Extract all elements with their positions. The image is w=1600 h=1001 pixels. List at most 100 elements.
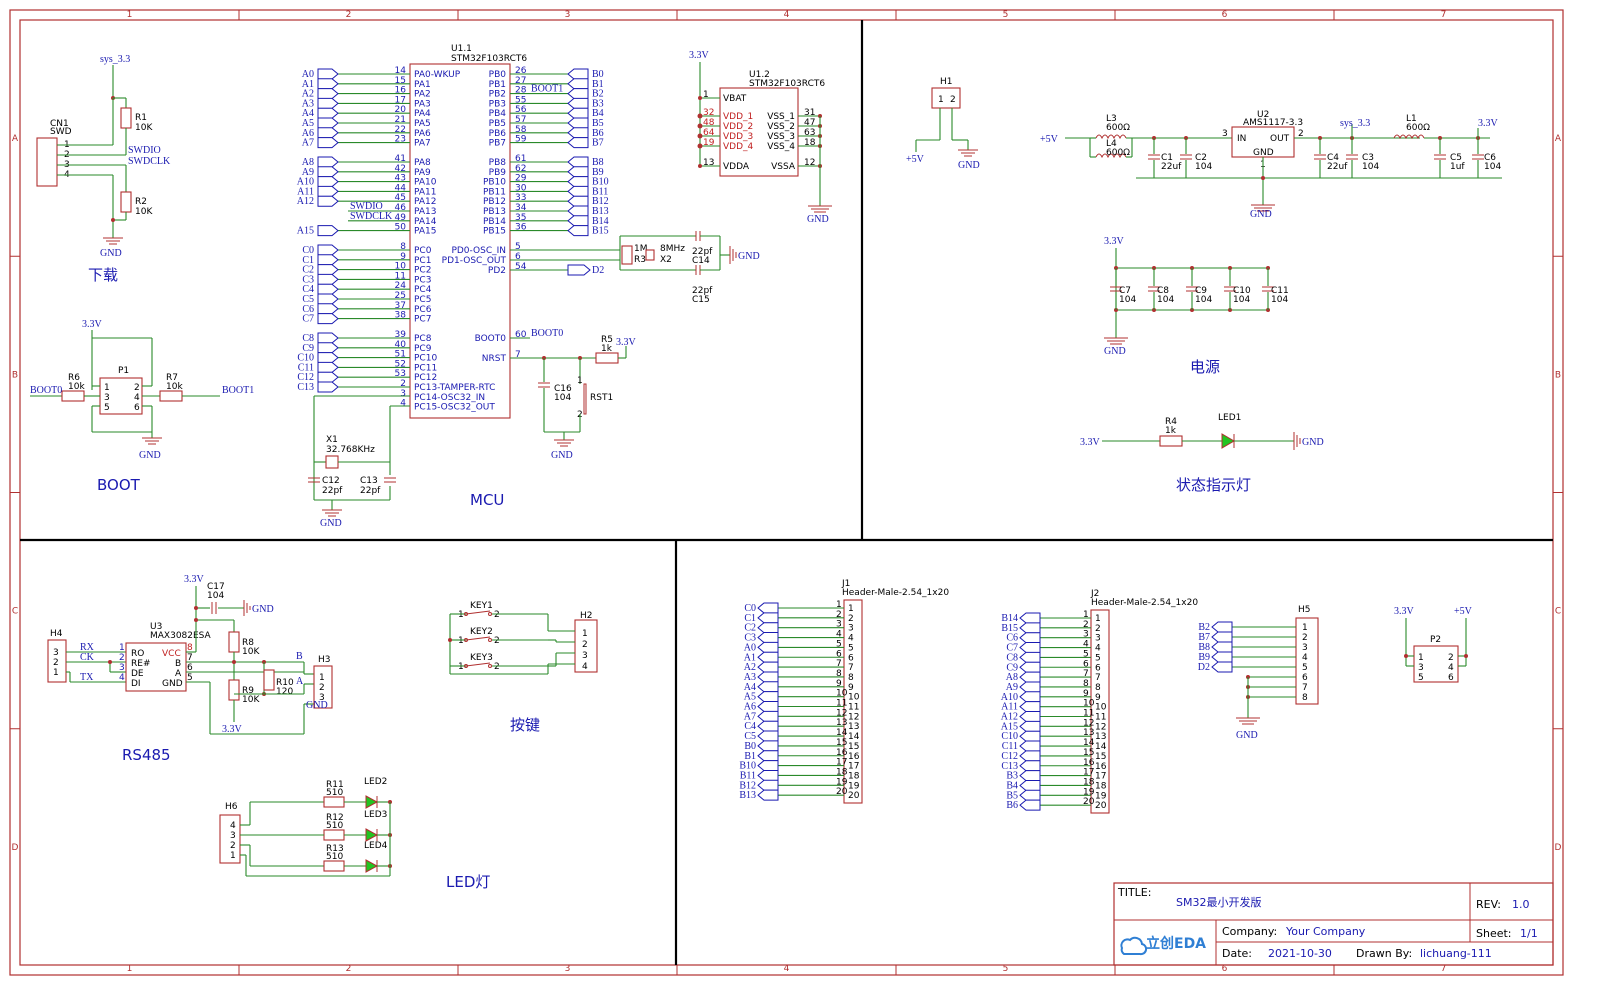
- mcu-pin-name: PC15-OSC32_OUT: [414, 403, 495, 413]
- mcu-left-pins: PA0-WKUP14A0PA115A1PA216A2PA317A3PA420A4…: [297, 66, 496, 413]
- svg-text:C16: C16: [554, 384, 572, 394]
- net-flag: [317, 176, 339, 188]
- title-label: TITLE:: [1117, 886, 1151, 899]
- led-block: H6 4 3 2 1 R11510LED2R12510LED3R13510LED…: [219, 777, 490, 891]
- svg-text:C3: C3: [1362, 153, 1374, 163]
- mcu-pin-name: PD1-OSC_OUT: [442, 256, 507, 266]
- svg-text:A: A: [296, 676, 304, 687]
- header-pin-number: 17: [1095, 772, 1106, 782]
- svg-text:104: 104: [554, 393, 571, 403]
- mcu2-pin-name: VDD_3: [723, 132, 753, 142]
- net-label: A1: [744, 652, 756, 663]
- net-label: B10: [739, 761, 756, 772]
- svg-text:H3: H3: [318, 655, 331, 665]
- svg-text:GND: GND: [1253, 148, 1274, 158]
- mcu-pin-name: PC6: [414, 305, 432, 315]
- svg-text:P1: P1: [118, 366, 129, 376]
- zone-row-left: C: [12, 607, 18, 617]
- mcu-pin-number: 27: [515, 76, 526, 86]
- net-label: C12: [1001, 751, 1018, 762]
- u3-max3082: [125, 642, 187, 692]
- mcu2-pin-number: 48: [703, 118, 715, 128]
- svg-text:1: 1: [319, 673, 325, 683]
- zone-col-top: 3: [565, 10, 571, 20]
- section-title-download: 下载: [88, 266, 118, 284]
- svg-text:C5: C5: [1450, 153, 1462, 163]
- led-resistor-ref: R11: [326, 780, 344, 790]
- mcu2-pin-name: VSS_2: [767, 122, 795, 132]
- net-label: B3: [1006, 771, 1018, 782]
- net-label: C6: [1006, 633, 1018, 644]
- svg-text:GND: GND: [1236, 730, 1258, 741]
- mcu-pin-number: 58: [515, 125, 527, 135]
- net-label: A4: [744, 682, 756, 693]
- u2-regulator: [1231, 126, 1295, 158]
- net-flag: [317, 283, 339, 295]
- header-pin-number: 15: [1083, 748, 1094, 758]
- net-label: A1: [302, 79, 314, 90]
- header-pin-number: 1: [1095, 614, 1101, 624]
- mcu-pin-name: PA4: [414, 109, 431, 119]
- eda-logo-text: 立创EDA: [1146, 935, 1206, 952]
- svg-text:DI: DI: [131, 679, 141, 689]
- svg-text:J2: J2: [1090, 589, 1099, 599]
- net-label: A9: [1006, 682, 1018, 693]
- zone-col-top: 5: [1003, 10, 1009, 20]
- header-pin-number: 15: [1095, 752, 1106, 762]
- header-pin-number: 5: [848, 643, 854, 653]
- mcu-ref: U1.1: [451, 44, 472, 54]
- net-label: A3: [744, 672, 756, 683]
- mcu-pin-number: 21: [395, 115, 406, 125]
- section-title-status-led: 状态指示灯: [1176, 476, 1251, 494]
- net-flag: [567, 225, 589, 237]
- h5-pin-number: 7: [1302, 683, 1308, 693]
- drawn-by-value: lichuang-111: [1420, 947, 1492, 960]
- mcu-pin-number: 33: [515, 193, 526, 203]
- net-flag: [317, 381, 339, 393]
- led-resistor: [323, 829, 345, 841]
- mcu-pin-name: PB1: [489, 80, 506, 90]
- svg-text:3: 3: [230, 831, 236, 841]
- header-pin-number: 4: [1095, 644, 1101, 654]
- mcu-pin-number: 40: [395, 340, 407, 350]
- net-flag: [1019, 651, 1041, 663]
- header-pin-number: 17: [848, 762, 859, 772]
- r2-resistor: [120, 191, 132, 213]
- header-pin-number: 7: [836, 659, 842, 669]
- header-pin-number: 5: [1083, 649, 1089, 659]
- header-pin-number: 9: [1083, 689, 1089, 699]
- mcu-pin-number: 50: [395, 223, 407, 233]
- mcu-pin-name: PB4: [489, 109, 507, 119]
- mcu2-pin-name: VSSA: [771, 162, 796, 172]
- net-label: B2: [1198, 622, 1210, 633]
- net-flag: [757, 632, 779, 644]
- svg-text:22pf: 22pf: [692, 247, 713, 257]
- mcu-pin-number: 5: [515, 242, 521, 252]
- svg-text:X1: X1: [326, 435, 338, 445]
- svg-text:GND: GND: [306, 700, 328, 711]
- svg-text:3: 3: [1222, 129, 1228, 139]
- net-label: B1: [744, 751, 756, 762]
- title-block: TITLE: SM32最小开发版 REV: 1.0 Company: Your …: [1113, 882, 1554, 966]
- mcu-pin-name: PA12: [414, 197, 436, 207]
- svg-text:6: 6: [1448, 673, 1454, 683]
- mcu-pin-name: PC0: [414, 246, 432, 256]
- svg-text:+5V: +5V: [1454, 606, 1473, 617]
- mcu-pin-name: PD0-OSC_IN: [451, 246, 506, 256]
- svg-text:R3: R3: [634, 255, 646, 265]
- header-pin-number: 6: [848, 653, 854, 663]
- decap-ref: C10: [1233, 286, 1251, 296]
- mcu-pin-name: PA15: [414, 227, 436, 237]
- mcu-pin-name: PA11: [414, 187, 436, 197]
- svg-text:4: 4: [134, 393, 140, 403]
- net-label: A7: [744, 711, 756, 722]
- net-flag: [317, 352, 339, 364]
- header-pin-number: 3: [848, 624, 854, 634]
- svg-text:Date:: Date:: [1222, 947, 1252, 960]
- net-label: B11: [592, 186, 608, 197]
- svg-text:Sheet:: Sheet:: [1476, 927, 1512, 940]
- mcu-pin-number: 4: [400, 399, 406, 409]
- zone-row-left: A: [12, 134, 19, 144]
